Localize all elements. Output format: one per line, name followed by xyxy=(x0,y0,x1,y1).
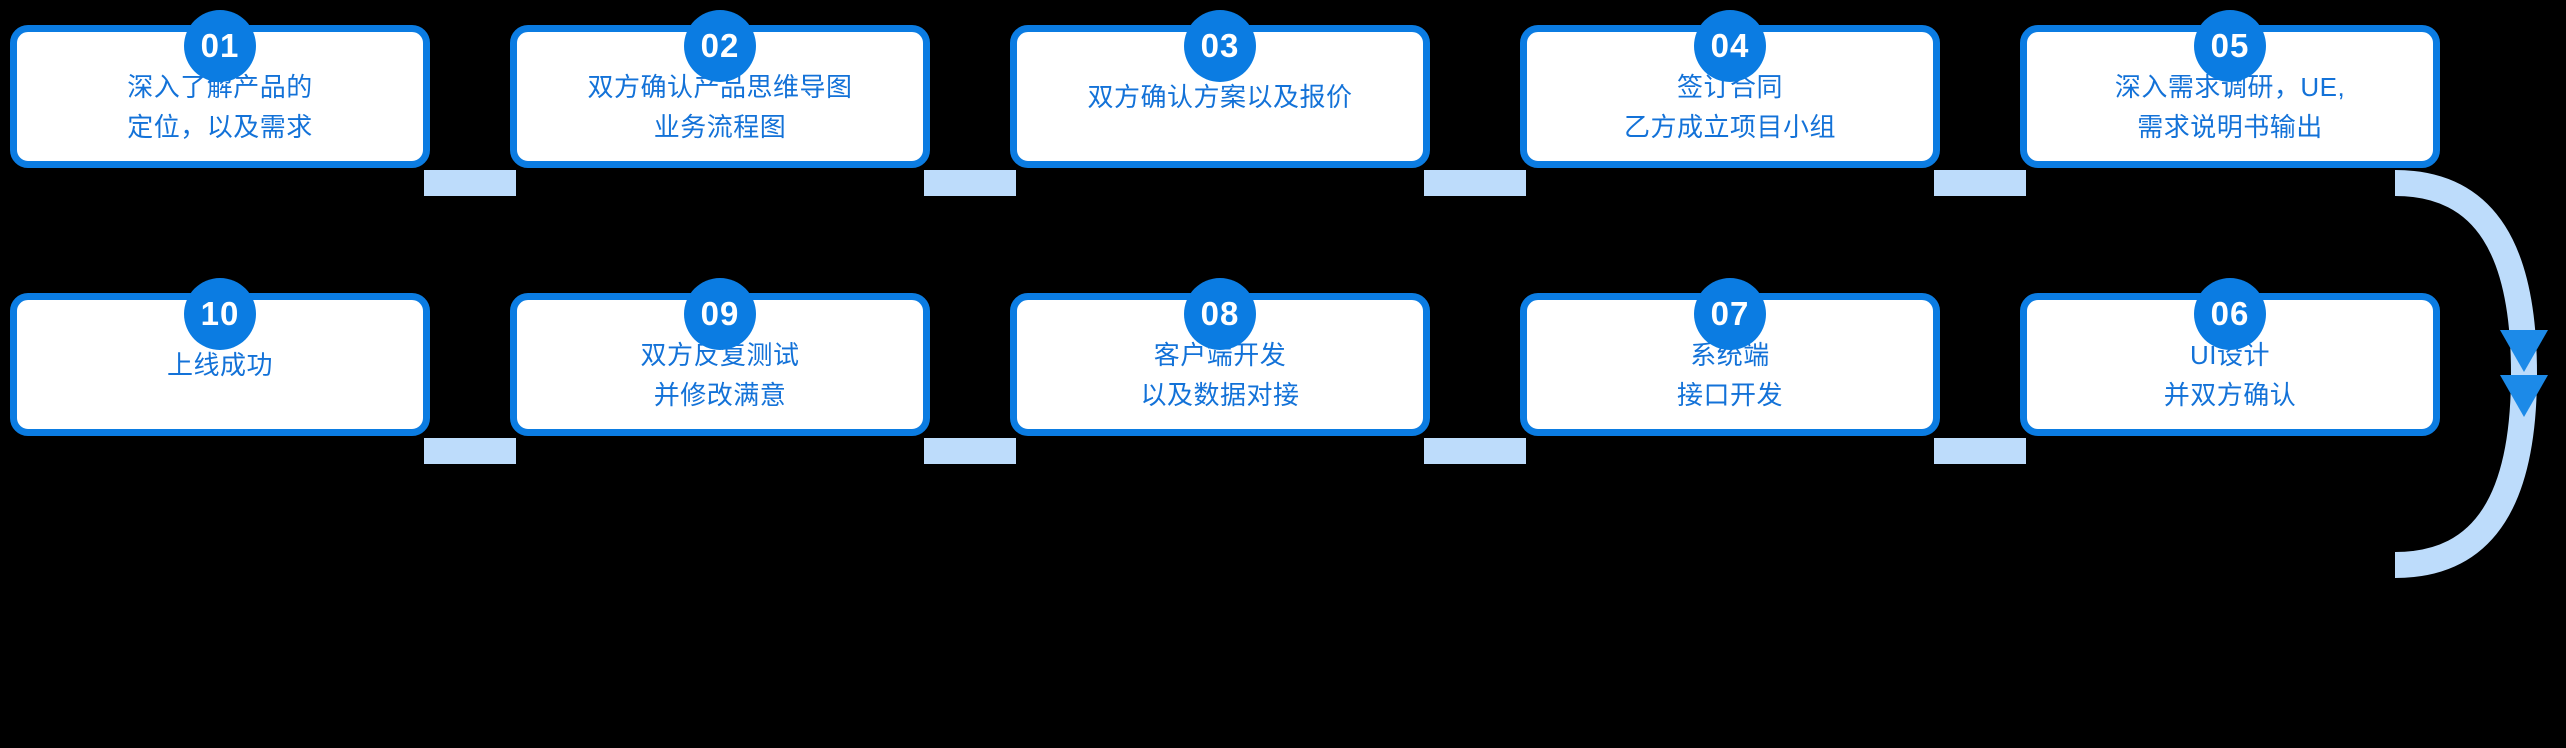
step-number-badge: 03 xyxy=(1184,10,1256,82)
step-card-04[interactable]: 签订合同 乙方成立项目小组 04 xyxy=(1520,10,1940,168)
step-text-line-2: 需求说明书输出 xyxy=(2137,112,2323,142)
step-text-line-2: 定位，以及需求 xyxy=(127,112,313,142)
connector-06-07 xyxy=(1934,438,2026,464)
step-card-08[interactable]: 客户端开发 以及数据对接 08 xyxy=(1010,278,1430,436)
step-number-badge: 02 xyxy=(684,10,756,82)
step-number-badge: 05 xyxy=(2194,10,2266,82)
step-card-09[interactable]: 双方反复测试 并修改满意 09 xyxy=(510,278,930,436)
step-text-line-2: 乙方成立项目小组 xyxy=(1623,112,1836,142)
connector-01-02 xyxy=(424,170,516,196)
step-text-lines: 双方确认方案以及报价 xyxy=(1017,77,1423,117)
step-text-line-2: 并修改满意 xyxy=(653,380,787,410)
connector-07-08 xyxy=(1424,438,1526,464)
step-number-badge: 09 xyxy=(684,278,756,350)
step-number-badge: 04 xyxy=(1694,10,1766,82)
connector-02-03 xyxy=(924,170,1016,196)
step-number-badge: 01 xyxy=(184,10,256,82)
step-card-06[interactable]: UI设计 并双方确认 06 xyxy=(2020,278,2440,436)
step-text-line-2: 业务流程图 xyxy=(653,112,787,142)
connector-08-09 xyxy=(924,438,1016,464)
connector-09-10 xyxy=(424,438,516,464)
step-card-10[interactable]: 上线成功 10 xyxy=(10,278,430,436)
step-text-lines: 客户端开发 以及数据对接 xyxy=(1017,335,1423,415)
step-text-line-2: 并双方确认 xyxy=(2163,380,2297,410)
arrowhead-down-icon-2 xyxy=(2500,375,2548,417)
step-card-07[interactable]: 系统端 接口开发 07 xyxy=(1520,278,1940,436)
step-card-03[interactable]: 双方确认方案以及报价 03 xyxy=(1010,10,1430,168)
step-text-line-2: 接口开发 xyxy=(1676,380,1783,410)
step-text-lines: 上线成功 xyxy=(17,345,423,385)
step-text-line-2: 以及数据对接 xyxy=(1140,380,1300,410)
step-text-line-1: 双方确认方案以及报价 xyxy=(1087,81,1353,112)
step-number-badge: 07 xyxy=(1694,278,1766,350)
step-number-badge: 10 xyxy=(184,278,256,350)
step-card-01[interactable]: 深入了解产品的 定位，以及需求 01 xyxy=(10,10,430,168)
step-number-badge: 06 xyxy=(2194,278,2266,350)
step-number-badge: 08 xyxy=(1184,278,1256,350)
step-card-05[interactable]: 深入需求调研，UE, 需求说明书输出 05 xyxy=(2020,10,2440,168)
step-text-lines: 系统端 接口开发 xyxy=(1527,335,1933,415)
connector-04-05 xyxy=(1934,170,2026,196)
arrowhead-down-icon-1 xyxy=(2500,330,2548,372)
step-text-line-1: 上线成功 xyxy=(166,349,273,380)
connector-03-04 xyxy=(1424,170,1526,196)
step-card-02[interactable]: 双方确认产品思维导图 业务流程图 02 xyxy=(510,10,930,168)
